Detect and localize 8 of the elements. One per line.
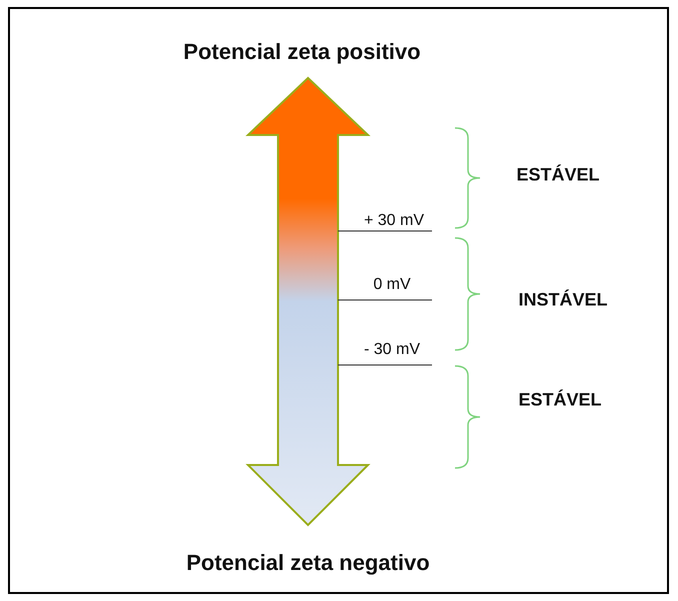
tick-label: + 30 mV xyxy=(364,212,424,230)
axis-label: Potencial zeta positivo xyxy=(183,39,421,65)
region-label: ESTÁVEL xyxy=(516,164,600,186)
tick-label: 0 mV xyxy=(373,276,411,294)
region-label: ESTÁVEL xyxy=(518,390,602,410)
tick-label: - 30 mV xyxy=(364,341,420,359)
region-label: INSTÁVEL xyxy=(518,290,608,310)
axis-label: Potencial zeta negativo xyxy=(186,550,430,576)
